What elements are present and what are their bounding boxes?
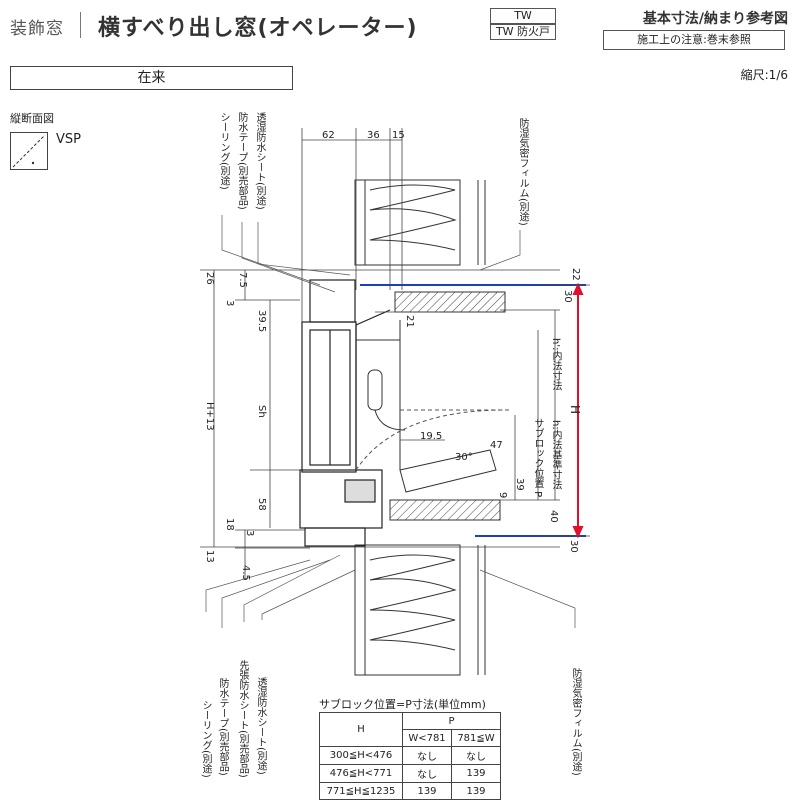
dim-36: 36 bbox=[367, 130, 380, 141]
ptable-col-p: P bbox=[402, 712, 501, 730]
sill-wood bbox=[389, 499, 501, 521]
label-tape-top: 防水テープ(別売部品) bbox=[236, 112, 247, 210]
dim-4-5: 4.5 bbox=[240, 565, 251, 581]
table-row: 476≦H<771 なし 139 bbox=[319, 764, 501, 783]
ptable-title: サブロック位置=P寸法(単位mm) bbox=[319, 698, 486, 711]
wall-bottom bbox=[354, 544, 486, 676]
label-film-top: 防湿気密フィルム(別途) bbox=[517, 118, 528, 226]
subblock-position: サブロック位置 P bbox=[532, 418, 543, 498]
dim-26: 26 bbox=[204, 272, 215, 285]
construction-note: 施工上の注意:巻末参照 bbox=[603, 30, 785, 50]
wall-top bbox=[354, 179, 486, 266]
dim-9: 9 bbox=[497, 492, 508, 499]
dim-3-top: 3 bbox=[224, 300, 235, 307]
dim-22: 22 bbox=[570, 268, 581, 281]
window-frame bbox=[299, 279, 391, 547]
dim-13: 13 bbox=[204, 550, 215, 563]
operator-arm bbox=[356, 320, 497, 493]
dim-30-degree: 30° bbox=[455, 452, 473, 463]
inner-dim-hp: h':内法寸法 bbox=[550, 338, 561, 391]
ptable-sub1: W<781 bbox=[402, 729, 452, 747]
table-cell: なし bbox=[451, 746, 501, 765]
label-sealing-top: シーリング(別途) bbox=[218, 112, 229, 190]
inner-dim-h: h:内法基準寸法 bbox=[550, 420, 561, 490]
dim-30-top: 30 bbox=[562, 290, 573, 303]
dim-18: 18 bbox=[224, 518, 235, 531]
material-label: VSP bbox=[56, 132, 81, 147]
dim-3-bottom: 3 bbox=[244, 530, 255, 537]
dim-19-5: 19.5 bbox=[420, 431, 443, 442]
scale-label: 縮尺:1/6 bbox=[740, 68, 788, 82]
dim-40: 40 bbox=[548, 510, 559, 523]
head-jamb-wood bbox=[394, 291, 506, 313]
dim-7-5: 7.5 bbox=[237, 272, 248, 288]
label-tape-bottom: 防水テープ(別売部品) bbox=[217, 678, 228, 776]
label-sheet-top: 透湿防水シート(別途) bbox=[254, 112, 265, 210]
category-label: 装飾窓 bbox=[10, 19, 64, 39]
label-sealing-bottom: シーリング(別途) bbox=[200, 700, 211, 778]
dim-39-5: 39.5 bbox=[256, 310, 267, 333]
dim-Sh: Sh bbox=[256, 405, 267, 418]
dim-21: 21 bbox=[404, 315, 415, 328]
subblock-table: H P W<781 781≦W 300≦H<476 なし なし 476≦H<77… bbox=[319, 712, 501, 800]
label-film-bottom: 防湿気密フィルム(別途) bbox=[570, 668, 581, 776]
tag-tw: TW bbox=[490, 8, 556, 24]
table-cell: 476≦H<771 bbox=[319, 764, 403, 783]
sash-swing bbox=[355, 409, 510, 471]
table-cell: 300≦H<476 bbox=[319, 746, 403, 765]
condition-label: 在来 bbox=[10, 66, 293, 90]
dim-47: 47 bbox=[490, 440, 503, 451]
dim-62: 62 bbox=[322, 130, 335, 141]
section-label: 縦断面図 bbox=[10, 112, 54, 125]
label-sheet-bottom: 透湿防水シート(別途) bbox=[255, 677, 266, 775]
table-cell: 771≦H≦1235 bbox=[319, 782, 403, 800]
label-pre-sheet-bottom: 先張防水シート(別売部品) bbox=[237, 660, 248, 778]
ptable-sub2: 781≦W bbox=[451, 729, 501, 747]
tag-tw-fire: TW 防火戸 bbox=[490, 24, 556, 40]
dim-58: 58 bbox=[256, 498, 267, 511]
dim-H13: H+13 bbox=[204, 402, 215, 431]
dim-39: 39 bbox=[514, 478, 525, 491]
dimension-lines bbox=[200, 128, 590, 580]
leader-lines bbox=[205, 215, 576, 628]
table-cell: 139 bbox=[451, 782, 501, 800]
ptable-col-h: H bbox=[319, 712, 403, 747]
table-cell: なし bbox=[402, 764, 452, 783]
dim-15: 15 bbox=[392, 130, 405, 141]
dim-30-bottom: 30 bbox=[568, 540, 579, 553]
reference-title: 基本寸法/納まり参考図 bbox=[642, 11, 788, 27]
page-title: 横すべり出し窓(オペレーター) bbox=[98, 16, 418, 41]
table-cell: なし bbox=[402, 746, 452, 765]
dim-H: H bbox=[568, 405, 582, 415]
table-cell: 139 bbox=[451, 764, 501, 783]
header-separator bbox=[80, 12, 81, 38]
table-row: 300≦H<476 なし なし bbox=[319, 746, 501, 765]
material-swatch bbox=[10, 132, 48, 170]
table-row: 771≦H≦1235 139 139 bbox=[319, 782, 501, 800]
H-dimension bbox=[572, 282, 584, 539]
table-cell: 139 bbox=[402, 782, 452, 800]
